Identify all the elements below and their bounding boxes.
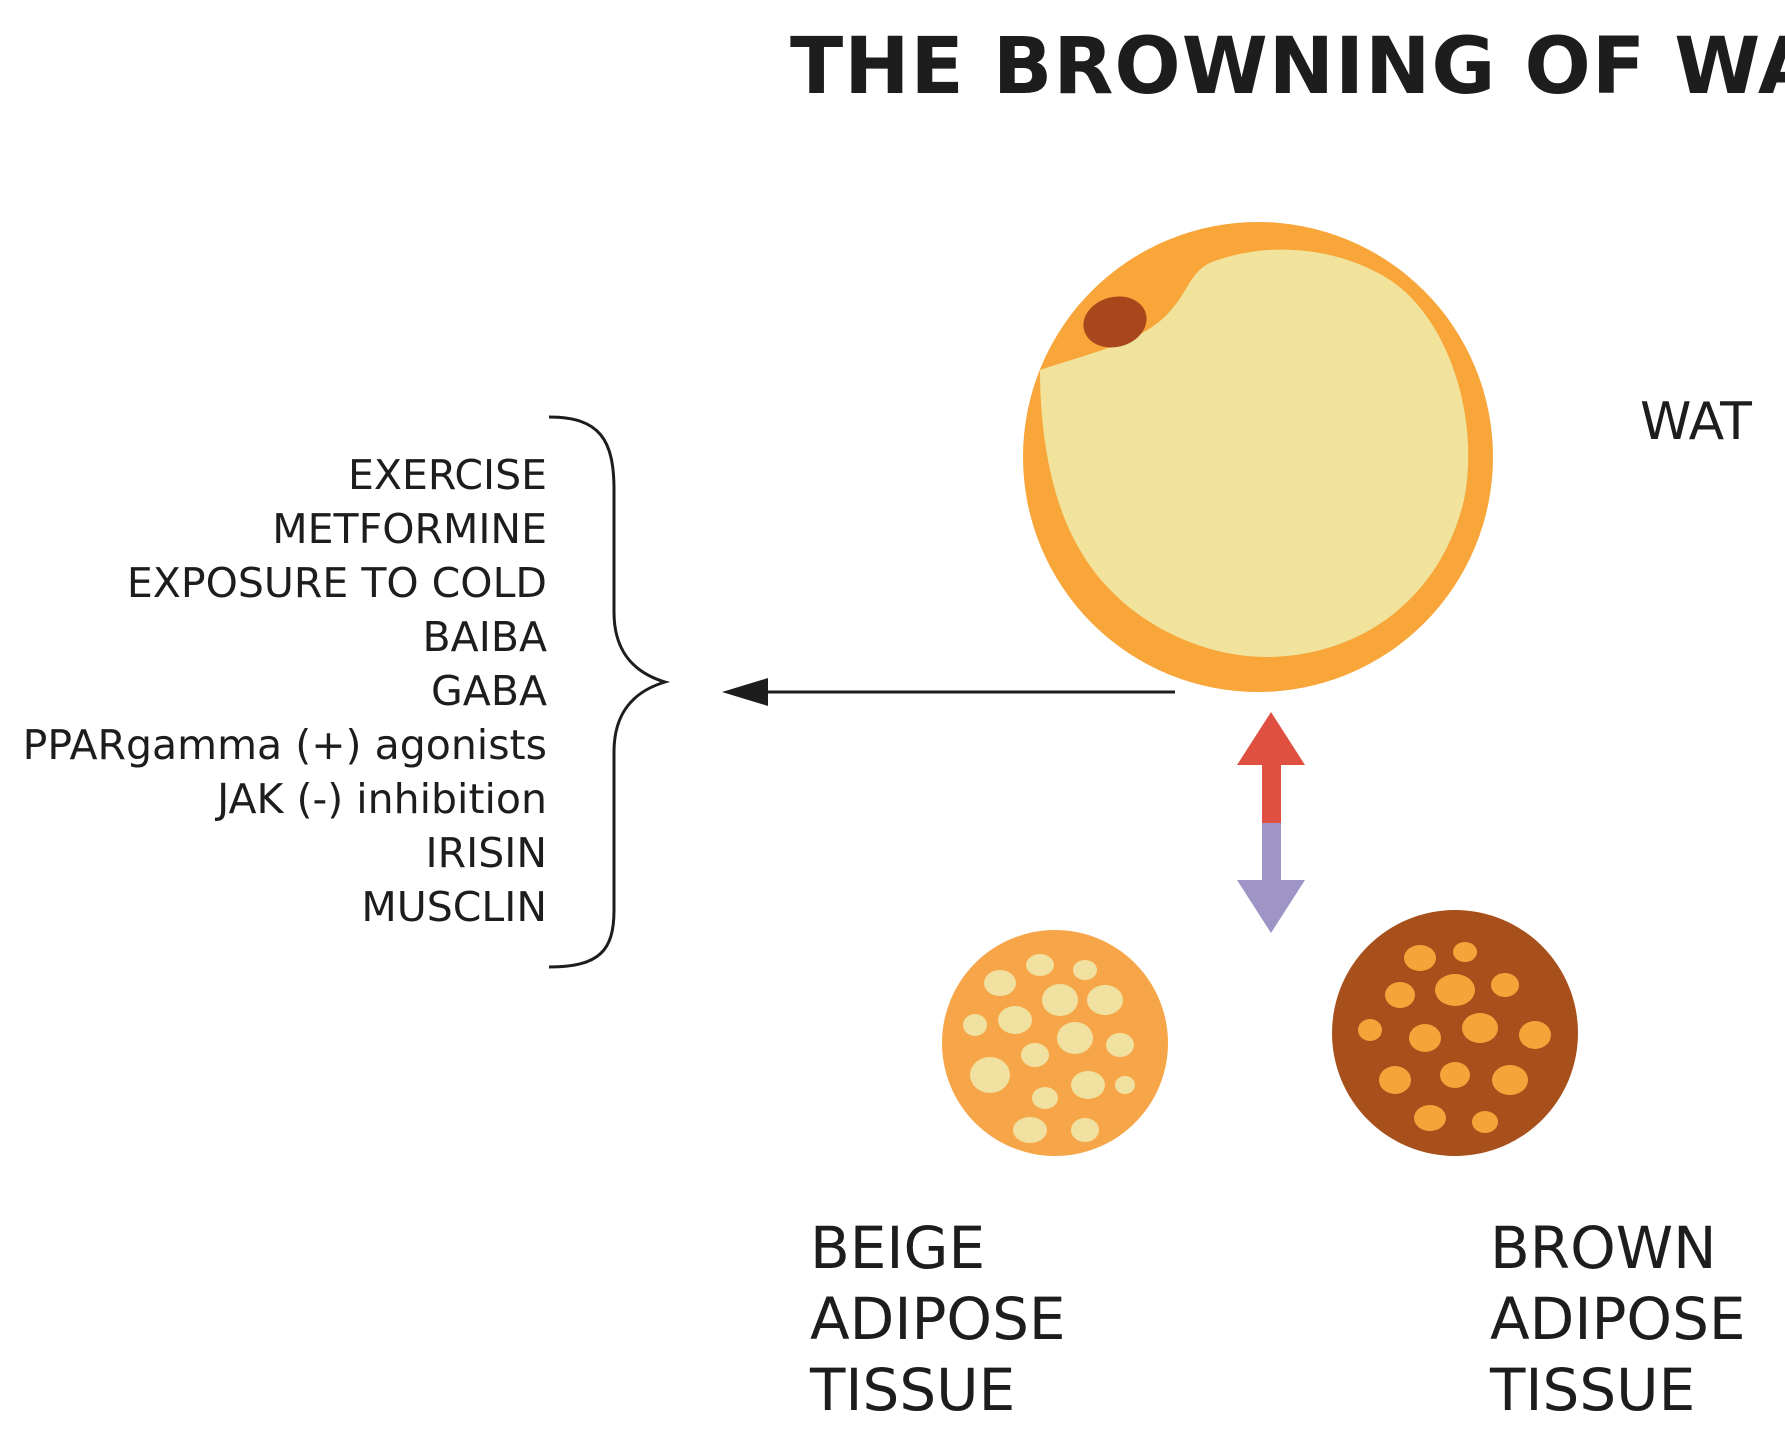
brown-adipose-label: BROWN ADIPOSE TISSUE	[1490, 1213, 1746, 1426]
brown-label-line: ADIPOSE	[1490, 1285, 1746, 1353]
factor-item: MUSCLIN	[361, 883, 547, 931]
factor-item: BAIBA	[422, 613, 547, 661]
brown-label-line: BROWN	[1490, 1214, 1717, 1282]
factor-item: GABA	[431, 667, 547, 715]
factor-item: PPARgamma (+) agonists	[22, 721, 547, 769]
factor-item: METFORMINE	[272, 505, 547, 553]
curly-brace	[548, 415, 671, 969]
diagram-title: THE BROWNING OF WAT	[790, 22, 1785, 112]
double-arrow	[1237, 712, 1305, 933]
beige-label-line: ADIPOSE	[810, 1285, 1066, 1353]
brown-adipose-cell	[1332, 910, 1578, 1156]
browning-factors-list: EXERCISE METFORMINE EXPOSURE TO COLD BAI…	[23, 448, 547, 934]
wat-cell	[1023, 222, 1493, 692]
factor-item: EXPOSURE TO COLD	[126, 559, 547, 607]
factor-item: EXERCISE	[348, 451, 547, 499]
wat-label: WAT	[1640, 392, 1752, 452]
factor-item: IRISIN	[425, 829, 547, 877]
beige-label-line: TISSUE	[810, 1356, 1016, 1424]
beige-label-line: BEIGE	[810, 1214, 986, 1282]
wat-nucleus	[1083, 296, 1147, 348]
brown-label-line: TISSUE	[1490, 1356, 1696, 1424]
beige-adipose-label: BEIGE ADIPOSE TISSUE	[810, 1213, 1066, 1426]
factor-item: JAK (-) inhibition	[217, 775, 547, 823]
arrow-head-left	[722, 678, 768, 706]
beige-adipose-cell	[942, 930, 1168, 1156]
